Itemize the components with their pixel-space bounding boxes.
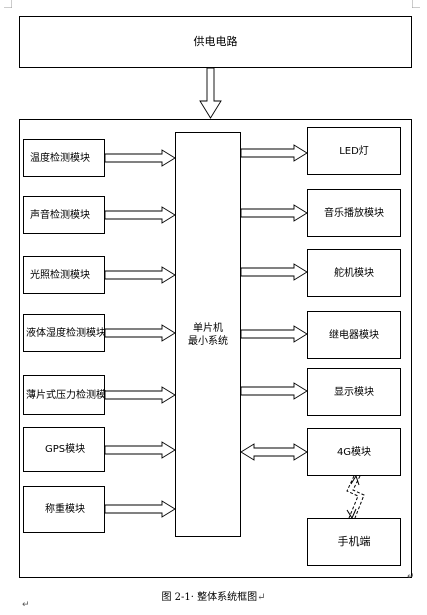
figure-caption: 图 2-1· 整体系统框图↵	[0, 588, 427, 603]
temperature-sensor-label: 温度检测模块	[30, 152, 90, 164]
arrow-temperature-to-mcu	[104, 149, 176, 167]
power-down-arrow	[199, 67, 222, 119]
arrow-mcu-to-led	[240, 144, 308, 162]
pressure-sensor-module: 薄片式压力检测模	[23, 375, 106, 415]
gps-module: GPS模块	[23, 427, 105, 472]
arrow-light-to-mcu	[104, 266, 176, 284]
arrow-mcu-to-relay	[240, 325, 308, 343]
led-light-label: LED灯	[339, 145, 369, 157]
mcu-label-line2: 最小系统	[188, 335, 228, 347]
sound-sensor-label: 声音检测模块	[30, 209, 90, 221]
liquid-humidity-sensor-module: 液体湿度检测模块	[23, 314, 106, 352]
relay-module: 继电器模块	[307, 311, 401, 359]
led-light-module: LED灯	[307, 127, 401, 175]
liquid-humidity-sensor-label: 液体湿度检测模块	[26, 327, 106, 339]
4g-module-label: 4G模块	[336, 446, 372, 458]
right-return-mark: ↵	[407, 572, 415, 582]
wireless-link-arrowhead-bottom	[346, 508, 357, 520]
power-supply-block: 供电电路	[19, 16, 412, 68]
display-label: 显示模块	[334, 386, 374, 398]
mcu-minimum-system: 单片机 最小系统	[175, 132, 241, 537]
mobile-phone-label: 手机端	[337, 534, 371, 548]
wireless-link	[346, 475, 365, 519]
paragraph-return-mark: ↵	[22, 600, 30, 610]
pressure-sensor-label: 薄片式压力检测模	[26, 389, 106, 401]
wireless-link-arrowhead-top	[350, 474, 360, 486]
right-return-mark-text: ↵	[407, 572, 415, 582]
system-frame	[19, 119, 412, 578]
4g-module: 4G模块	[307, 428, 401, 476]
arrow-mcu-4g-bidirectional	[240, 443, 308, 461]
temperature-sensor-module: 温度检测模块	[23, 139, 105, 177]
relay-label: 继电器模块	[329, 329, 379, 341]
music-player-label: 音乐播放模块	[324, 207, 384, 219]
caption-return-mark: ↵	[257, 592, 266, 603]
power-supply-label: 供电电路	[193, 34, 238, 48]
figure-caption-text: 图 2-1· 整体系统框图	[161, 592, 258, 603]
mcu-label-line1: 单片机	[193, 322, 223, 334]
music-player-module: 音乐播放模块	[307, 189, 401, 237]
light-sensor-module: 光照检测模块	[23, 256, 105, 294]
paragraph-return-mark-text: ↵	[22, 600, 30, 610]
arrow-sound-to-mcu	[104, 206, 176, 224]
gps-module-label: GPS模块	[45, 444, 86, 455]
arrow-gps-to-mcu	[104, 441, 176, 459]
arrow-liquid-humidity-to-mcu	[104, 324, 176, 342]
light-sensor-label: 光照检测模块	[30, 269, 90, 281]
arrow-mcu-to-display	[240, 382, 308, 400]
weighing-module: 称重模块	[23, 486, 105, 533]
arrow-mcu-to-servo	[240, 263, 308, 281]
display-module: 显示模块	[307, 368, 401, 416]
servo-label: 舵机模块	[334, 267, 374, 279]
sound-sensor-module: 声音检测模块	[23, 196, 105, 234]
arrow-weighing-to-mcu	[104, 500, 176, 518]
arrow-pressure-to-mcu	[104, 386, 176, 404]
servo-module: 舵机模块	[307, 249, 401, 297]
arrow-mcu-to-music	[240, 204, 308, 222]
weighing-module-label: 称重模块	[45, 504, 85, 515]
mobile-phone-terminal: 手机端	[307, 518, 401, 566]
